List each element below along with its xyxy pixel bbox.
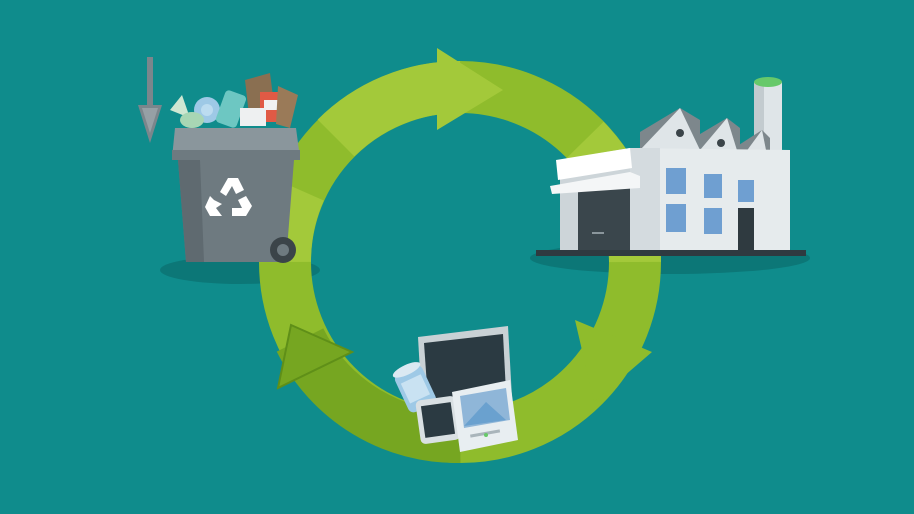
down-arrow-icon <box>138 57 162 143</box>
recycling-bin-icon <box>170 73 300 263</box>
factory-icon <box>536 77 806 256</box>
recycled-products-icon <box>392 326 518 452</box>
bin-contents <box>170 73 298 128</box>
recycle-symbol-icon <box>205 178 252 216</box>
arrowhead-right <box>575 320 652 402</box>
arrowhead-top <box>437 48 503 130</box>
factory-windows <box>666 168 754 234</box>
arrowhead-left-outline <box>276 323 355 390</box>
arrowhead-left <box>278 325 352 388</box>
